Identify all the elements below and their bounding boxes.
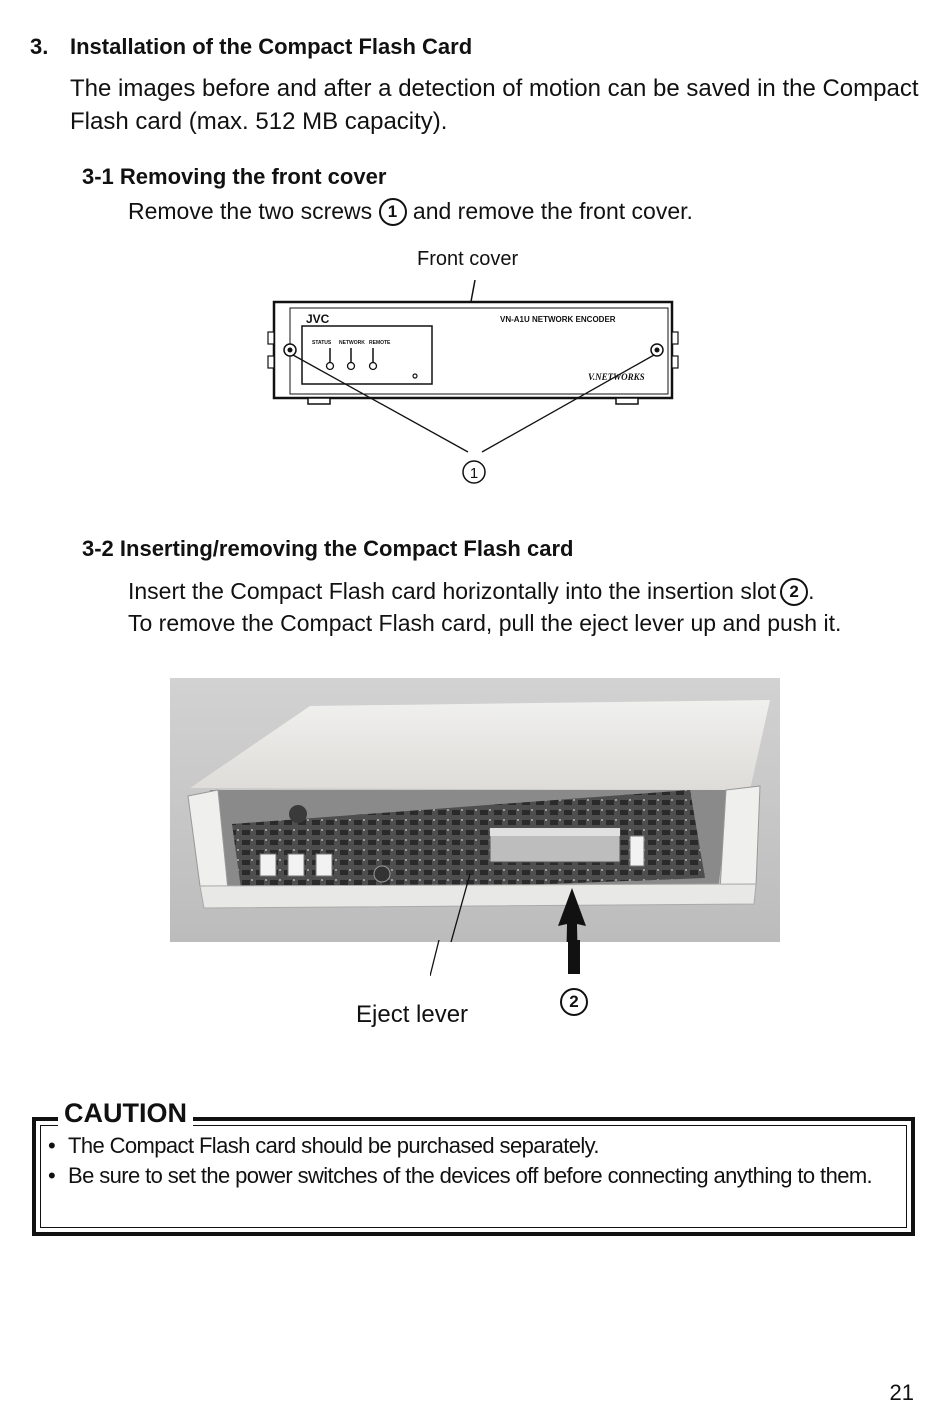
- caution-title: CAUTION: [58, 1098, 193, 1129]
- screw-callout-line: [481, 354, 655, 453]
- led-label-status: STATUS: [312, 340, 332, 346]
- insert-arrow-shaft: [568, 940, 580, 974]
- caution-list: • The Compact Flash card should be purch…: [48, 1131, 908, 1191]
- subsection-title-compact-flash: 3-2 Inserting/removing the Compact Flash…: [82, 536, 574, 561]
- connector: [315, 853, 333, 877]
- screw-marker-1: 1: [378, 198, 407, 226]
- bullet: •: [48, 1133, 56, 1158]
- connector: [287, 853, 305, 877]
- front-panel-diagram: JVC STATUS NETWORK REMOTE VN-A1U NETWORK…: [267, 279, 679, 484]
- encoder-open-photo: [170, 678, 780, 942]
- led-status: [325, 361, 335, 371]
- bullet: •: [48, 1163, 56, 1188]
- instruction-text: Remove the two screws: [128, 198, 373, 224]
- connector: [259, 853, 277, 877]
- subsection-title-front-cover: 3-1 Removing the front cover: [82, 164, 387, 189]
- callout-marker-1: [462, 460, 486, 484]
- led-label-remote: REMOTE: [369, 340, 391, 346]
- right-tab: [671, 331, 679, 345]
- section-number: 3.: [30, 34, 49, 59]
- insert-instruction: Insert the Compact Flash card horizontal…: [128, 575, 815, 607]
- caution-item: • The Compact Flash card should be purch…: [48, 1131, 908, 1161]
- instruction-text: Insert the Compact Flash card horizontal…: [128, 578, 777, 604]
- caution-item-text: The Compact Flash card should be purchas…: [68, 1133, 600, 1158]
- instruction-text: .: [808, 578, 815, 604]
- model-text: VN-A1U NETWORK ENCODER: [500, 315, 616, 324]
- screw-callout-line: [292, 354, 469, 453]
- caution-item: • Be sure to set the power switches of t…: [48, 1161, 908, 1191]
- remove-instruction: To remove the Compact Flash card, pull t…: [128, 610, 842, 636]
- reset-hole: [412, 373, 418, 379]
- led-remote: [368, 361, 378, 371]
- led-network: [346, 361, 356, 371]
- eject-lever-label: Eject lever: [356, 1001, 469, 1028]
- connector: [629, 835, 645, 867]
- foot: [307, 397, 331, 405]
- insert-arrow-icon: [558, 888, 586, 942]
- front-cover-instruction: Remove the two screws 1 and remove the f…: [128, 195, 693, 227]
- section-title: Installation of the Compact Flash Card: [70, 34, 473, 59]
- page-number: 21: [889, 1380, 914, 1405]
- front-cover-label: Front cover: [417, 248, 519, 270]
- slot-callout-2: 2: [560, 988, 588, 1016]
- foot: [615, 397, 639, 405]
- led-window: [301, 325, 433, 385]
- case-bottom: [199, 883, 757, 909]
- eject-lever-leader: [450, 873, 471, 942]
- case-side-right: [719, 785, 761, 891]
- callout-marker-1-text: 1: [470, 465, 478, 482]
- left-tab: [267, 355, 275, 369]
- caution-item-text: Be sure to set the power switches of the…: [68, 1163, 873, 1188]
- case-lid: [190, 700, 770, 790]
- section-intro: The images before and after a detection …: [70, 75, 919, 135]
- circuit-board: [232, 790, 705, 896]
- slot-marker-2: 2: [780, 578, 809, 606]
- left-tab: [267, 331, 275, 345]
- right-tab: [671, 355, 679, 369]
- instruction-text: and remove the front cover.: [412, 198, 693, 224]
- brand-logo: JVC: [306, 312, 330, 326]
- eject-leader-extension: [430, 940, 440, 976]
- slot-callout-2-marker: 2: [560, 988, 588, 1016]
- led-label-network: NETWORK: [339, 340, 365, 346]
- caution-box: [32, 1117, 915, 1236]
